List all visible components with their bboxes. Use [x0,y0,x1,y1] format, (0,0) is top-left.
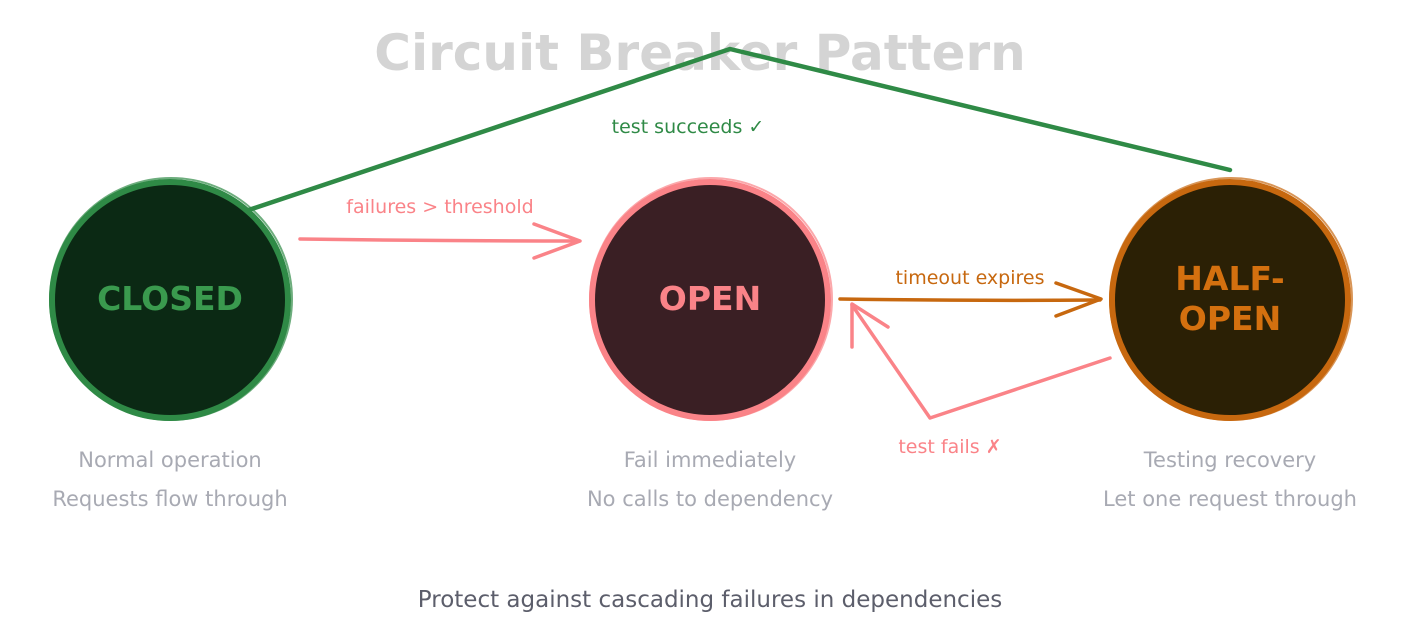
state-open: OPEN [589,177,833,421]
state-closed-circle-sketch [49,177,293,421]
edge-open-to-half-open-line [838,297,1102,303]
state-closed-circle [49,179,291,421]
state-open-circle-sketch [589,177,833,421]
diagram-footer: Protect against cascading failures in de… [418,587,1002,613]
edge-label-failures-threshold: failures > threshold [346,196,533,218]
state-closed-desc-line2: Requests flow through [52,487,287,511]
state-half-open: HALF- OPEN [1109,177,1353,421]
state-open-circle [589,179,831,421]
state-half-open-desc-line1: Testing recovery [1143,448,1316,472]
state-open-label: OPEN [659,279,761,318]
edge-label-timeout-expires: timeout expires [895,267,1044,289]
edge-closed-to-open-line [298,237,580,243]
edge-half-open-to-open [850,302,1112,420]
state-closed-label: CLOSED [97,279,243,318]
edge-half-open-to-open-line [850,303,1112,420]
state-half-open-label-line2: OPEN [1179,299,1281,338]
state-open-desc-line2: No calls to dependency [587,487,833,511]
edge-label-test-fails: test fails ✗ [898,436,1001,458]
state-half-open-circle [1109,179,1351,421]
edge-closed-to-open-arrowhead [532,222,582,260]
state-half-open-circle-sketch [1109,177,1353,421]
edge-open-to-half-open-arrowhead [1054,281,1103,318]
edge-open-to-half-open [838,281,1103,318]
edge-half-open-to-open-arrowhead [850,302,890,349]
edge-closed-to-open [298,222,582,260]
diagram-title: Circuit Breaker Pattern [374,24,1026,82]
state-half-open-desc-line2: Let one request through [1103,487,1357,511]
state-open-desc-line1: Fail immediately [624,448,796,472]
state-closed-desc-line1: Normal operation [78,448,261,472]
edge-half-open-to-closed-line [177,46,1233,236]
state-closed: CLOSED [49,177,293,421]
state-half-open-label-line1: HALF- [1175,259,1284,298]
edge-label-test-succeeds: test succeeds ✓ [612,116,765,138]
